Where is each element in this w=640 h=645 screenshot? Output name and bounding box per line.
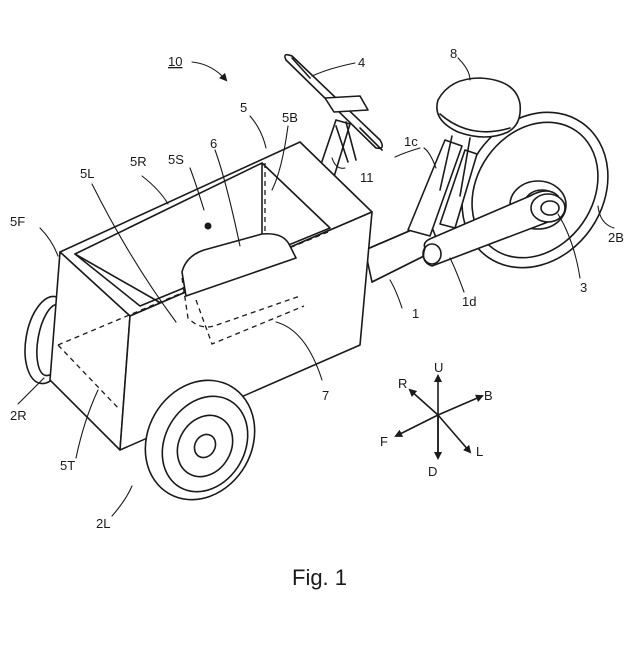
label-box-back: 5B — [282, 110, 298, 125]
dir-down: D — [428, 464, 437, 479]
direction-indicator: U D B F R L — [380, 360, 493, 479]
label-steering: 11 — [360, 170, 374, 185]
label-box-right: 5R — [130, 154, 147, 169]
label-box-bottom: 5T — [60, 458, 75, 473]
label-box-front: 5F — [10, 214, 25, 229]
label-overall: 10 — [168, 54, 182, 69]
label-left-wheel: 2L — [96, 516, 110, 531]
label-saddle: 8 — [450, 46, 457, 61]
label-frame-upper: 1c — [404, 134, 418, 149]
label-seat-frame: 7 — [322, 388, 329, 403]
dir-right: R — [398, 376, 407, 391]
dir-back: B — [484, 388, 493, 403]
dir-front: F — [380, 434, 388, 449]
dir-left: L — [476, 444, 483, 459]
label-frame-arm: 1d — [462, 294, 476, 309]
dir-up: U — [434, 360, 443, 375]
label-right-wheel: 2R — [10, 408, 27, 423]
frame — [365, 140, 477, 282]
label-motor: 3 — [580, 280, 587, 295]
label-box: 5 — [240, 100, 247, 115]
label-rear-wheel: 2B — [608, 230, 624, 245]
label-box-space: 5S — [168, 152, 184, 167]
label-box-left: 5L — [80, 166, 94, 181]
label-seat-cushion: 6 — [210, 136, 217, 151]
space-point — [205, 223, 212, 230]
label-handlebar: 4 — [358, 55, 365, 70]
label-frame: 1 — [412, 306, 419, 321]
figure-caption: Fig. 1 — [292, 565, 347, 590]
